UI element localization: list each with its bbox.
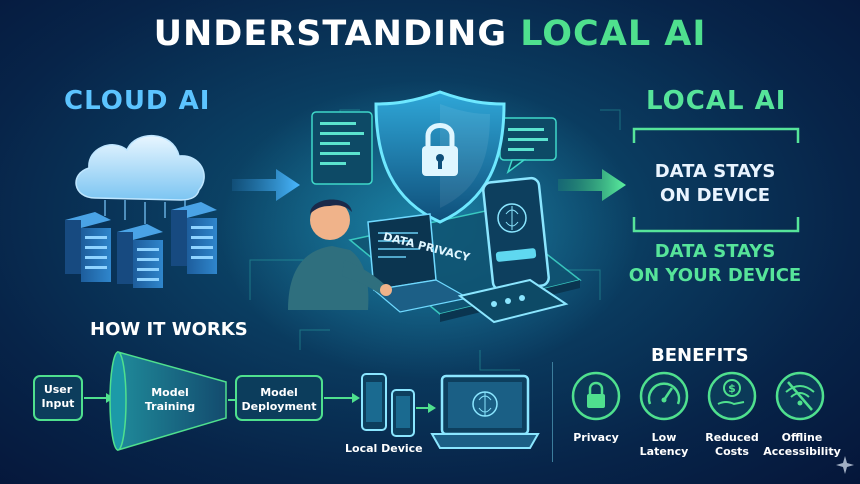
section-divider xyxy=(552,362,553,462)
cloud-servers-illustration xyxy=(65,135,217,288)
tablet-icon xyxy=(457,278,569,324)
person-at-laptop xyxy=(288,199,392,310)
document-panel-icon xyxy=(311,111,373,185)
no-wifi-icon xyxy=(775,371,825,421)
local-laptop-icon xyxy=(430,374,540,449)
benefits-title: BENEFITS xyxy=(651,345,749,366)
local-phone-icon-small xyxy=(391,389,415,437)
benefit-low-latency-label: Low Latency xyxy=(639,431,689,458)
cloud-ai-title: CLOUD AI xyxy=(64,86,211,116)
benefit-offline-label: Offline Accessibility xyxy=(763,431,841,458)
cloud-icon xyxy=(75,135,205,201)
page-title: UNDERSTANDING LOCAL AI xyxy=(0,14,860,54)
local-phone-icon xyxy=(361,373,387,431)
svg-text:$: $ xyxy=(728,382,736,395)
lock-icon xyxy=(571,371,621,421)
laptop-icon xyxy=(367,213,470,313)
green-line-2: ON YOUR DEVICE xyxy=(628,265,802,286)
how-it-works-title: HOW IT WORKS xyxy=(90,319,248,340)
box-line-1: DATA STAYS xyxy=(654,161,776,182)
local-ai-bracket-box xyxy=(632,127,800,233)
model-deployment-box xyxy=(235,375,323,421)
shield-lock-icon xyxy=(374,90,506,224)
sparkle-icon xyxy=(836,456,854,474)
arrow-right-icon-green xyxy=(558,169,626,201)
user-input-box xyxy=(33,375,83,421)
benefit-privacy-label: Privacy xyxy=(573,431,619,444)
data-privacy-illustration xyxy=(288,90,582,324)
local-ai-green-text: DATA STAYS ON YOUR DEVICE xyxy=(610,240,820,288)
box-line-2: ON DEVICE xyxy=(659,185,770,206)
local-ai-title: LOCAL AI xyxy=(646,86,787,116)
server-rack-icon-right xyxy=(171,202,217,274)
smartphone-icon xyxy=(482,176,550,292)
local-ai-box-text: DATA STAYS ON DEVICE xyxy=(630,160,800,208)
step-model-training-label: Model Training xyxy=(144,386,196,413)
benefit-reduced-costs-label: Reduced Costs xyxy=(705,431,759,458)
server-rack-icon-middle xyxy=(117,224,163,288)
step-user-input-label: User Input xyxy=(41,383,75,410)
dollar-hand-icon: $ xyxy=(707,371,757,421)
title-part-green: LOCAL AI xyxy=(520,14,707,54)
server-rack-icon-left xyxy=(65,212,111,282)
benefit-icons: $ xyxy=(571,371,825,421)
chat-bubble-icon xyxy=(499,117,557,175)
local-device-label: Local Device xyxy=(345,442,423,455)
model-training-funnel xyxy=(109,351,227,452)
cloud-links xyxy=(104,200,186,224)
step-model-deployment-label: Model Deployment xyxy=(241,386,317,413)
green-line-1: DATA STAYS xyxy=(654,241,776,262)
title-part-white: UNDERSTANDING xyxy=(153,14,508,54)
speedometer-icon xyxy=(639,371,689,421)
how-it-works-flow xyxy=(33,351,540,452)
arrow-right-icon-blue xyxy=(232,169,300,201)
